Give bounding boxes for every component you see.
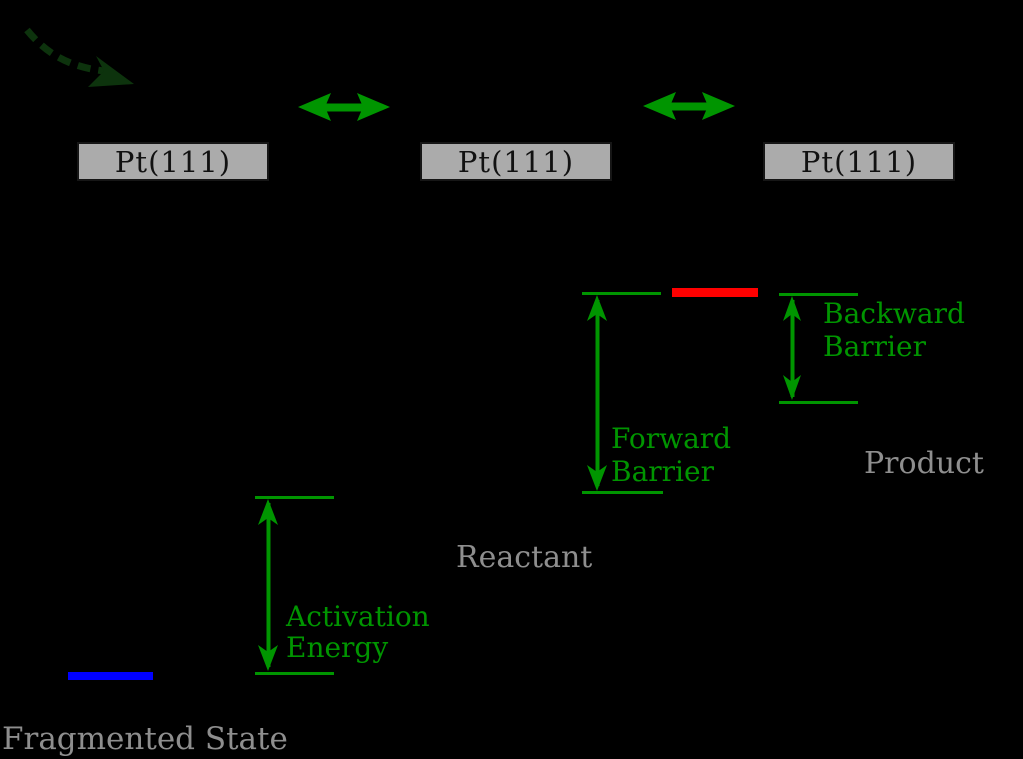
forward-barrier-label-line2: Barrier [611, 455, 714, 488]
surface-exchange-arrow-right-icon [643, 92, 735, 120]
backward-barrier-label-line1: Backward [823, 297, 965, 330]
activation-energy-arrow [255, 496, 334, 675]
pt-slab-left: Pt(111) [77, 142, 269, 181]
fragmented-state-level-bar [68, 672, 153, 680]
pt-slab-middle: Pt(111) [420, 142, 612, 181]
backward-barrier-label-line2: Barrier [823, 330, 926, 363]
reactant-label: Reactant [456, 540, 593, 575]
pt-slab-label: Pt(111) [800, 144, 918, 179]
product-label: Product [864, 446, 984, 481]
pt-slab-label: Pt(111) [457, 144, 575, 179]
forward-barrier-label: Forward Barrier [611, 422, 731, 488]
backward-barrier-label: Backward Barrier [823, 297, 965, 363]
backward-barrier-arrow [779, 293, 858, 404]
pt-slab-right: Pt(111) [763, 142, 955, 181]
forward-barrier-label-line1: Forward [611, 422, 732, 455]
transition-state-level-bar [672, 288, 758, 297]
fragmented-state-label: Fragmented State [2, 721, 288, 757]
forward-barrier-arrow [582, 292, 663, 494]
surface-exchange-arrow-left-icon [298, 93, 390, 121]
curved-dashed-arrow-icon [24, 27, 134, 87]
activation-energy-label-line1: Activation [286, 600, 430, 633]
activation-energy-label-line2: Energy [286, 631, 389, 664]
activation-energy-label: Activation Energy [286, 601, 430, 663]
pt-slab-label: Pt(111) [114, 144, 232, 179]
